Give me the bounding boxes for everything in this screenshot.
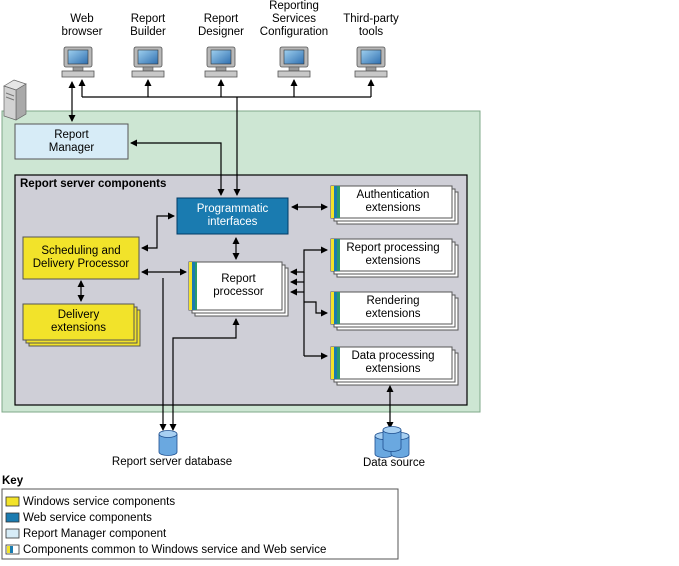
inner-connectors (77, 203, 394, 431)
report-manager-label: Report Manager (48, 128, 95, 154)
client-label-rs-configuration: Reporting Services Configuration (259, 0, 329, 38)
report-processor-stack (188, 261, 289, 317)
components-area-title: Report server components (20, 178, 167, 190)
key-item-windows: Windows service components (23, 496, 176, 508)
key-item-web: Web service components (23, 512, 152, 524)
data-processing-extensions-label: Data processing extensions (351, 350, 435, 375)
scheduling-label: Scheduling and Delivery Processor (32, 245, 130, 270)
delivery-extensions-stack (22, 303, 141, 347)
delivery-extensions-label: Delivery extensions (51, 309, 106, 334)
data-source-label: Data source (362, 457, 425, 469)
report-processing-extensions-stack (330, 238, 459, 278)
key-swatches (5, 496, 20, 555)
authentication-extensions-stack (330, 185, 459, 225)
client-bus-connector (68, 79, 375, 196)
scheduling-box (22, 236, 140, 280)
database-icon (158, 430, 178, 456)
report-processor-label: Report processor (213, 273, 264, 298)
server-icon (3, 79, 27, 121)
client-label-third-party-tools: Third-party tools (343, 13, 399, 38)
client-label-report-designer: Report Designer (197, 13, 245, 38)
rendering-extensions-label: Rendering extensions (365, 295, 421, 320)
report-server-database-label: Report server database (111, 456, 233, 468)
third-party-tools-computer-icon (354, 46, 388, 78)
key-box (1, 488, 399, 560)
authentication-extensions-label: Authentication extensions (356, 189, 430, 214)
data-source-icon (374, 426, 410, 458)
report-builder-computer-icon (131, 46, 165, 78)
data-processing-extensions-stack (330, 346, 459, 386)
report-manager-box (14, 123, 129, 160)
client-label-web-browser: Web browser (61, 13, 103, 38)
rs-configuration-computer-icon (277, 46, 311, 78)
programmatic-interfaces-box (176, 197, 289, 235)
report-processing-extensions-label: Report processing extensions (346, 242, 440, 267)
rendering-extensions-stack (330, 291, 459, 331)
client-label-report-builder: Report Builder (130, 13, 166, 38)
key-item-manager: Report Manager component (23, 528, 167, 540)
key-title: Key (2, 475, 24, 487)
web-browser-computer-icon (61, 46, 95, 78)
report-designer-computer-icon (204, 46, 238, 78)
programmatic-interfaces-label: Programmatic interfaces (196, 203, 269, 228)
key-item-common: Components common to Windows service and… (23, 544, 327, 556)
